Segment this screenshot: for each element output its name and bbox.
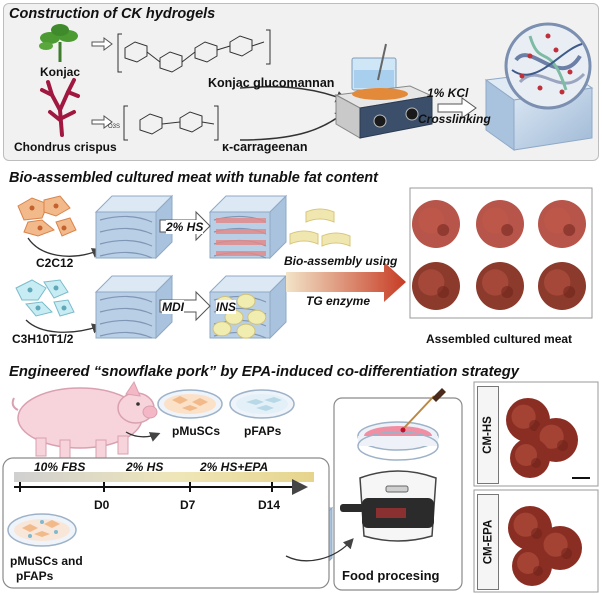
chondrus-label: Chondrus crispus — [14, 140, 117, 154]
pig-to-cells-arrow — [125, 431, 161, 442]
pfaps-label: pFAPs — [244, 424, 282, 438]
hs-epa-stage-label: 2% HS+EPA — [200, 460, 269, 474]
c2c12-cells-icon — [17, 195, 77, 237]
c2c12-label: C2C12 — [36, 256, 74, 270]
cm-hs-piece-3 — [510, 438, 550, 478]
pmuscs-dish-icon — [157, 389, 223, 419]
cm-epa-tag: CM-EPA — [477, 494, 499, 590]
ins-label: INS — [216, 300, 237, 314]
day0-label: D0 — [94, 498, 110, 512]
cm-epa-label: CM-EPA — [482, 519, 495, 565]
myotube-gel-cube — [208, 194, 288, 260]
carrageenan-label: κ-carrageenan — [222, 140, 308, 154]
meat-muscle-2 — [476, 200, 524, 248]
bioassembly-arrow — [286, 262, 406, 302]
carrageenan-structure: O3S — [108, 105, 219, 141]
bioassembly-label: Bio-assembly using — [284, 254, 398, 268]
timeline-bar — [14, 472, 314, 482]
c2c12-gel-cube — [94, 194, 174, 260]
crosslinking-label: Crosslinking — [418, 112, 491, 126]
meat-fat-3 — [538, 262, 586, 310]
coculture-label-line2: pFAPs — [16, 569, 54, 583]
pig-icon — [11, 380, 158, 459]
coculture-label-line1: pMuSCs and — [10, 554, 83, 568]
cm-hs-tag: CM-HS — [477, 386, 499, 484]
tg-enzyme-label: TG enzyme — [306, 294, 371, 308]
air-fryer-icon — [340, 470, 437, 542]
konjac-label: Konjac — [40, 65, 81, 79]
meat-muscle-3 — [538, 200, 586, 248]
konjac-arrow — [91, 37, 113, 51]
mdi-label: MDI — [162, 300, 184, 314]
day14-label: D14 — [258, 498, 281, 512]
kcl-label: 1% KCl — [427, 86, 469, 100]
konjac-plant-icon — [39, 24, 78, 62]
c3h10-arrow — [25, 319, 103, 334]
meat-muscle-1 — [412, 200, 460, 248]
c3h10-cells-icon — [15, 279, 75, 317]
fbs-label: 10% FBS — [34, 460, 86, 474]
cm-epa-piece-3 — [512, 546, 552, 586]
tg-enzyme-tablets-icon — [289, 208, 351, 247]
panel1-title: Construction of CK hydrogels — [9, 6, 216, 22]
pfaps-dish-icon — [229, 389, 295, 419]
c2c12-arrow — [27, 237, 103, 258]
food-processing-label: Food procesing — [342, 568, 440, 583]
kcl-arrow — [437, 97, 477, 119]
assembled-meat-label: Assembled cultured meat — [426, 332, 573, 346]
svg-text:O3S: O3S — [108, 124, 120, 130]
day7-label: D7 — [180, 498, 196, 512]
c3h10-label: C3H10T1/2 — [12, 332, 74, 346]
timeline-frame — [2, 457, 330, 589]
meat-fat-2 — [476, 262, 524, 310]
ck-hydrogel-cube-icon — [484, 22, 594, 151]
cm-hs-label: CM-HS — [482, 416, 495, 454]
chondrus-seaweed-icon — [40, 78, 80, 137]
hs-stage-label: 2% HS — [126, 460, 164, 474]
coculture-dish-icon — [7, 513, 77, 547]
adipocyte-gel-cube — [208, 274, 288, 340]
panel2-title: Bio-assembled cultured meat with tunable… — [9, 170, 378, 186]
panel3-title: Engineered “snowflake pork” by EPA-induc… — [9, 364, 520, 380]
glucomannan-label: Konjac glucomannan — [208, 76, 335, 90]
magnetic-stirrer-icon — [334, 43, 434, 139]
pmuscs-label: pMuSCs — [172, 424, 220, 438]
meat-fat-1 — [412, 262, 460, 310]
dropper-dish-icon — [357, 388, 446, 461]
to-food-processing-arrow — [285, 538, 354, 562]
glucomannan-structure — [117, 29, 271, 73]
hs-label: 2% HS — [166, 220, 204, 234]
chondrus-arrow — [91, 115, 113, 129]
carrageenan-to-stirrer-arrow — [239, 110, 348, 141]
